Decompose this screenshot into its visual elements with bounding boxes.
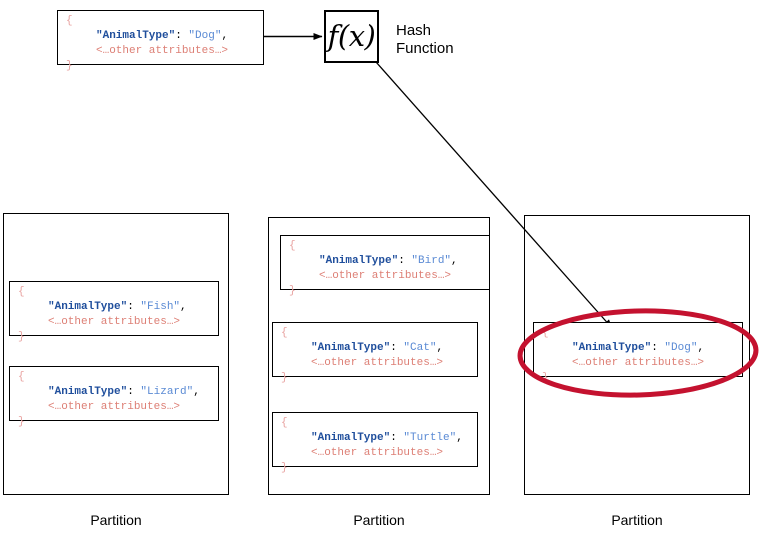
json-other-attributes: <…other attributes…> [96,45,229,57]
json-colon: : [398,255,412,267]
json-close-brace: } [281,372,288,384]
json-key: "AnimalType" [48,386,128,398]
partition-label-1: Partition [90,512,142,528]
json-other-attributes: <…other attributes…> [311,447,444,459]
json-keyvalue-line: "AnimalType": "Bird", [289,254,483,269]
json-close-brace: } [542,372,549,384]
json-key: "AnimalType" [96,30,176,42]
json-keyvalue-line: "AnimalType": "Cat", [281,341,471,356]
json-other-attributes: <…other attributes…> [48,316,181,328]
hash-function-label-line1: Hash [396,22,432,39]
partition-1-record-2: { "AnimalType": "Lizard", <…other attrib… [9,366,219,428]
hash-function-box: f(x) [324,10,379,63]
json-colon: : [175,30,189,42]
json-keyvalue-line: "AnimalType": "Fish", [18,300,212,315]
partition-label-2: Partition [353,512,405,528]
partition-2-record-2: { "AnimalType": "Cat", <…other attribute… [272,322,478,384]
json-key: "AnimalType" [319,255,399,267]
json-open-brace: { [18,371,25,383]
partition-box-1 [3,213,229,495]
json-value: "Dog" [664,342,698,354]
json-value: "Cat" [403,342,437,354]
json-other-attributes: <…other attributes…> [319,270,452,282]
json-colon: : [651,342,665,354]
json-keyvalue-line: "AnimalType": "Turtle", [281,431,471,446]
partition-2-record-3: { "AnimalType": "Turtle", <…other attrib… [272,412,478,474]
json-open-brace: { [289,240,296,252]
partition-1-record-1: { "AnimalType": "Fish", <…other attribut… [9,281,219,343]
json-colon: : [127,301,141,313]
json-colon: : [127,386,141,398]
json-value: "Turtle" [403,432,457,444]
json-other-attributes: <…other attributes…> [311,357,444,369]
json-key: "AnimalType" [311,432,391,444]
json-comma: , [221,30,229,42]
json-comma: , [451,255,458,267]
json-other-attributes: <…other attributes…> [572,357,705,369]
json-open-brace: { [281,327,288,339]
json-open-brace: { [542,327,549,339]
json-value: "Dog" [188,30,222,42]
json-close-brace: } [66,60,73,72]
partition-2-record-1: { "AnimalType": "Bird", <…other attribut… [280,235,490,297]
json-comma: , [436,342,444,354]
json-comma: , [180,301,187,313]
hash-function-label: Hash Function [396,22,454,58]
json-colon: : [390,432,404,444]
json-comma: , [193,386,200,398]
json-key: "AnimalType" [48,301,128,313]
json-open-brace: { [281,417,288,429]
source-record-card: { "AnimalType": "Dog", <…other attribute… [57,10,264,72]
json-colon: : [390,342,404,354]
json-keyvalue-line: "AnimalType": "Dog", [66,29,257,44]
json-value: "Fish" [140,301,181,313]
json-other-attributes: <…other attributes…> [48,401,181,413]
partition-3-record-1: { "AnimalType": "Dog", <…other attribute… [533,322,743,384]
json-key: "AnimalType" [311,342,391,354]
partition-label-3: Partition [611,512,663,528]
json-value: "Bird" [411,255,452,267]
json-comma: , [697,342,705,354]
json-close-brace: } [289,285,296,297]
json-open-brace: { [18,286,25,298]
json-keyvalue-line: "AnimalType": "Lizard", [18,385,212,400]
json-open-brace: { [66,15,73,27]
hash-function-label-line2: Function [396,40,454,57]
json-keyvalue-line: "AnimalType": "Dog", [542,341,736,356]
json-close-brace: } [281,462,288,474]
json-comma: , [456,432,463,444]
json-close-brace: } [18,416,25,428]
json-value: "Lizard" [140,386,194,398]
json-key: "AnimalType" [572,342,652,354]
json-close-brace: } [18,331,25,343]
